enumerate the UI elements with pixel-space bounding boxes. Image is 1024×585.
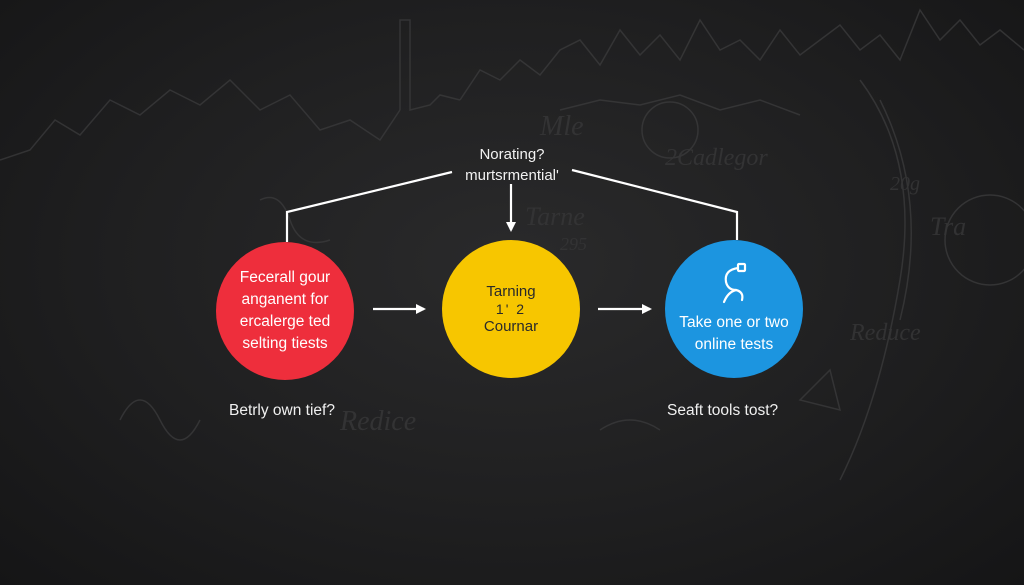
node-yellow-line-3: Cournar (483, 318, 539, 335)
top-label-line-2: murtsrmential' (465, 167, 559, 184)
node-blue-circle: Take one or two online tests (665, 240, 803, 378)
svg-text:Tarne: Tarne (525, 202, 585, 231)
node-yellow-circle: Tarning 1' 2 Cournar (442, 240, 580, 378)
svg-text:2Cadlegor: 2Cadlegor (665, 145, 768, 171)
node-red-line-4: selting tiests (242, 335, 328, 352)
caption-left: Betrly own tief? (229, 402, 335, 419)
svg-text:Reduce: Reduce (849, 320, 921, 346)
person-icon (722, 262, 747, 304)
node-red-line-3: ercalerge ted (239, 313, 331, 330)
svg-text:Mle: Mle (539, 111, 584, 142)
top-label: Norating? murtsrmential' (412, 144, 612, 186)
svg-text:Tra: Tra (930, 212, 966, 241)
node-red-circle: Fecerall gour anganent for ercalerge ted… (216, 242, 354, 380)
svg-text:295: 295 (560, 234, 587, 254)
connector-top-right (571, 168, 739, 240)
node-blue-line-2: online tests (694, 336, 774, 353)
top-label-line-1: Norating? (479, 146, 545, 163)
node-yellow-line-1: Tarning (486, 283, 536, 300)
node-blue-line-1: Take one or two (679, 314, 789, 331)
node-yellow-line-2: 1' 2 (495, 301, 527, 317)
node-red-line-1: Fecerall gour (239, 269, 331, 286)
caption-right: Seaft tools tost? (667, 402, 779, 419)
svg-text:20g: 20g (890, 173, 920, 195)
svg-text:Redice: Redice (339, 406, 416, 437)
connector-top-left (285, 170, 453, 242)
node-red-line-2: anganent for (241, 291, 329, 308)
